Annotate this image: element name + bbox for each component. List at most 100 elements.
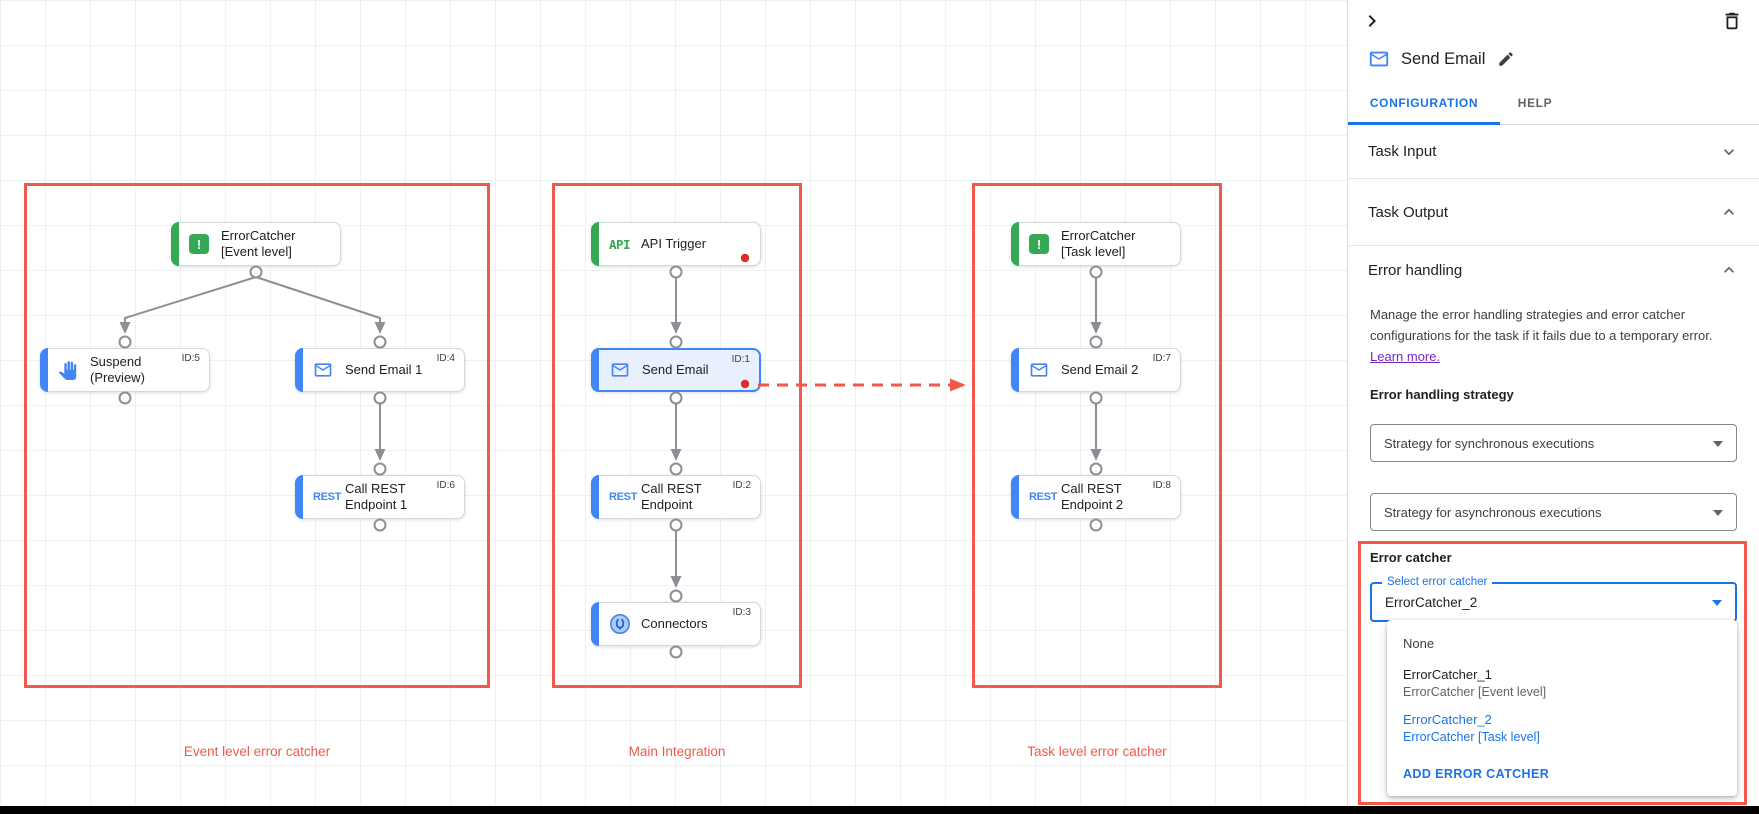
node-send-email-2[interactable]: Send Email 2 ID:7 [1011, 348, 1181, 392]
integration-canvas[interactable]: Event level error catcher Main Integrati… [0, 0, 1347, 814]
caption-event-level: Event level error catcher [183, 744, 331, 759]
select-floating-label: Select error catcher [1382, 576, 1493, 588]
node-send-email-1[interactable]: Send Email 1 ID:4 [295, 348, 465, 392]
node-accent-bar [1011, 348, 1019, 392]
node-label: API Trigger [641, 236, 707, 252]
rest-icon: REST [609, 491, 638, 503]
menu-option-errorcatcher-1[interactable]: ErrorCatcher_1 ErrorCatcher [Event level… [1387, 660, 1737, 705]
node-errorcatcher-event-level[interactable]: ! ErrorCatcher [Event level] [171, 222, 341, 266]
node-accent-bar [295, 348, 303, 392]
connectors-icon [609, 613, 641, 635]
node-label: Call REST Endpoint 1 [345, 481, 408, 512]
email-icon [313, 360, 345, 380]
email-icon [1029, 360, 1061, 380]
node-accent-bar [171, 222, 179, 266]
node-id-badge: ID:5 [181, 353, 200, 364]
bottom-black-bar [0, 806, 1759, 814]
tab-help[interactable]: HELP [1517, 96, 1553, 110]
dropdown-caret-icon [1712, 600, 1722, 606]
chevron-down-icon [1719, 142, 1739, 162]
option-detail: ErrorCatcher [Task level] [1403, 730, 1540, 744]
node-call-rest-endpoint[interactable]: REST Call REST Endpoint ID:2 [591, 475, 761, 519]
node-accent-bar [295, 475, 303, 519]
email-icon [610, 360, 642, 380]
node-errorcatcher-task-level[interactable]: ! ErrorCatcher [Task level] [1011, 222, 1181, 266]
option-name: ErrorCatcher_2 [1403, 712, 1492, 727]
node-id-badge: ID:3 [732, 607, 751, 618]
description-text: Manage the error handling strategies and… [1370, 307, 1713, 343]
node-accent-bar [591, 475, 599, 519]
node-label: Send Email 1 [345, 362, 423, 378]
annotation-box-main-integration [552, 183, 802, 688]
panel-title-row: Send Email [1348, 40, 1759, 78]
node-accent-bar [591, 348, 599, 392]
annotation-box-event-level [24, 183, 490, 688]
caption-main-integration: Main Integration [628, 744, 726, 759]
section-task-input[interactable]: Task Input [1348, 125, 1759, 179]
collapse-panel-icon[interactable] [1360, 9, 1384, 33]
node-connectors[interactable]: Connectors ID:3 [591, 602, 761, 646]
add-error-catcher-button[interactable]: ADD ERROR CATCHER [1403, 767, 1550, 781]
node-accent-bar [591, 602, 599, 646]
error-catcher-icon: ! [1029, 234, 1049, 254]
section-label: Task Output [1368, 203, 1449, 221]
node-id-badge: ID:6 [436, 480, 455, 491]
async-strategy-select[interactable]: Strategy for asynchronous executions [1370, 493, 1737, 531]
node-label: Call REST Endpoint 2 [1061, 481, 1124, 512]
caption-task-level: Task level error catcher [1027, 744, 1167, 759]
node-label: Send Email 2 [1061, 362, 1139, 378]
option-detail: ErrorCatcher [Event level] [1403, 685, 1547, 699]
chevron-up-icon [1719, 202, 1739, 222]
node-send-email-selected[interactable]: Send Email ID:1 [591, 348, 761, 392]
sync-strategy-select[interactable]: Strategy for synchronous executions [1370, 424, 1737, 462]
delete-task-icon[interactable] [1721, 10, 1743, 32]
error-catcher-dropdown-menu: None ErrorCatcher_1 ErrorCatcher [Event … [1387, 620, 1737, 796]
node-label: Suspend (Preview) [90, 354, 145, 385]
menu-option-none[interactable]: None [1403, 636, 1435, 651]
node-api-trigger[interactable]: API API Trigger [591, 222, 761, 266]
annotation-box-task-level [972, 183, 1222, 688]
node-call-rest-endpoint-2[interactable]: REST Call REST Endpoint 2 ID:8 [1011, 475, 1181, 519]
email-icon [1368, 48, 1390, 70]
panel-tabs: CONFIGURATION HELP [1348, 82, 1759, 125]
chevron-up-icon [1719, 260, 1739, 280]
learn-more-link[interactable]: Learn more. [1370, 349, 1441, 364]
api-trigger-icon: API [609, 236, 631, 252]
section-label: Error handling [1368, 261, 1463, 279]
node-label: Call REST Endpoint [641, 481, 702, 512]
node-accent-bar [1011, 222, 1019, 266]
node-label: ErrorCatcher [Event level] [221, 228, 296, 259]
page-title: Send Email [1401, 49, 1486, 68]
rest-icon: REST [1029, 491, 1058, 503]
error-catcher-icon: ! [189, 234, 209, 254]
section-error-handling[interactable]: Error handling [1348, 246, 1759, 294]
error-handling-strategy-label: Error handling strategy [1370, 387, 1514, 402]
error-handling-description: Manage the error handling strategies and… [1370, 304, 1737, 367]
dropdown-caret-icon [1713, 441, 1723, 447]
section-label: Task Input [1368, 143, 1437, 160]
node-id-badge: ID:7 [1152, 353, 1171, 364]
edit-title-icon[interactable] [1497, 50, 1515, 68]
sync-strategy-value: Strategy for synchronous executions [1384, 435, 1595, 451]
error-handling-body: Manage the error handling strategies and… [1348, 294, 1759, 622]
node-id-badge: ID:1 [731, 354, 750, 365]
rest-icon: REST [313, 491, 342, 503]
node-label: ErrorCatcher [Task level] [1061, 228, 1136, 259]
node-suspend-preview[interactable]: Suspend (Preview) ID:5 [40, 348, 210, 392]
suspend-hand-icon [58, 360, 90, 380]
error-catcher-select[interactable]: Select error catcher ErrorCatcher_2 [1370, 576, 1737, 622]
node-label: Connectors [641, 616, 708, 632]
menu-option-errorcatcher-2[interactable]: ErrorCatcher_2 ErrorCatcher [Task level] [1387, 705, 1737, 750]
error-catcher-value: ErrorCatcher_2 [1385, 594, 1478, 610]
dropdown-caret-icon [1713, 510, 1723, 516]
node-id-badge: ID:4 [436, 353, 455, 364]
panel-topbar [1348, 0, 1759, 40]
error-catcher-label: Error catcher [1370, 550, 1452, 565]
section-task-output[interactable]: Task Output [1348, 179, 1759, 246]
async-strategy-value: Strategy for asynchronous executions [1384, 504, 1602, 520]
tab-configuration[interactable]: CONFIGURATION [1348, 82, 1500, 125]
node-call-rest-endpoint-1[interactable]: REST Call REST Endpoint 1 ID:6 [295, 475, 465, 519]
node-accent-bar [1011, 475, 1019, 519]
option-name: ErrorCatcher_1 [1403, 667, 1492, 682]
